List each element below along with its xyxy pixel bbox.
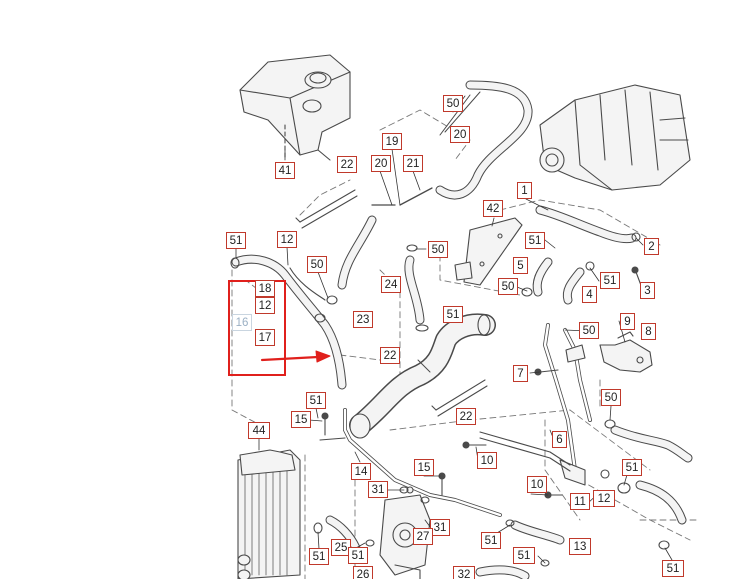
callout-51: 51 — [662, 560, 684, 577]
bracket — [599, 331, 653, 373]
callout-10: 10 — [477, 452, 497, 469]
callout-3: 3 — [640, 282, 655, 299]
callout-51: 51 — [348, 547, 368, 564]
supercharger — [539, 84, 691, 191]
callout-12: 12 — [255, 297, 275, 314]
callout-22: 22 — [380, 347, 400, 364]
callout-44: 44 — [248, 422, 270, 439]
callout-7: 7 — [513, 365, 528, 382]
assembly-guide-lines — [231, 109, 701, 579]
callout-4: 4 — [582, 286, 597, 303]
callout-22: 22 — [337, 156, 357, 173]
callout-5: 5 — [513, 257, 528, 274]
callout-50: 50 — [498, 278, 518, 295]
callout-2: 2 — [644, 238, 659, 255]
callout-51: 51 — [309, 548, 329, 565]
callout-26: 26 — [353, 566, 373, 579]
callout-31: 31 — [430, 519, 450, 536]
callout-50: 50 — [428, 241, 448, 258]
thin-pipe — [319, 408, 502, 517]
highlight-arrow — [260, 350, 331, 363]
callout-27: 27 — [413, 528, 433, 545]
callout-31: 31 — [368, 481, 388, 498]
expansion-tank — [239, 54, 351, 161]
callout-51: 51 — [622, 459, 642, 476]
callout-21: 21 — [403, 155, 423, 172]
callout-1: 1 — [517, 182, 532, 199]
callout-9: 9 — [620, 313, 635, 330]
callout-18: 18 — [255, 280, 275, 297]
water-pump — [379, 486, 431, 579]
callout-50: 50 — [579, 322, 599, 339]
vertical-pipes — [543, 323, 592, 486]
callout-50: 50 — [601, 389, 621, 406]
callout-25: 25 — [331, 539, 351, 556]
callout-23: 23 — [353, 311, 373, 328]
callout-10: 10 — [527, 476, 547, 493]
main-hose — [349, 313, 496, 439]
thermostat-housing — [454, 217, 523, 286]
callout-51: 51 — [306, 392, 326, 409]
callout-51: 51 — [443, 306, 463, 323]
callout-12: 12 — [593, 490, 615, 507]
callout-24: 24 — [381, 276, 401, 293]
callout-51: 51 — [226, 232, 246, 249]
callout-41: 41 — [275, 162, 295, 179]
callout-17: 17 — [255, 329, 275, 346]
callout-22: 22 — [456, 408, 476, 425]
callout-51: 51 — [513, 547, 535, 564]
callout-6: 6 — [552, 431, 567, 448]
strip-bracket — [479, 431, 571, 472]
coolant-pipe — [521, 205, 641, 305]
callout-15: 15 — [291, 411, 311, 428]
clip-strips — [295, 189, 488, 417]
left-hoses — [230, 254, 347, 390]
callout-51: 51 — [481, 532, 501, 549]
callout-11: 11 — [570, 493, 590, 510]
callout-32: 32 — [453, 566, 475, 579]
callout-14: 14 — [351, 463, 371, 480]
callout-8: 8 — [641, 323, 656, 340]
callout-50: 50 — [443, 95, 463, 112]
callout-20: 20 — [371, 155, 391, 172]
callout-12: 12 — [277, 231, 297, 248]
radiator — [237, 449, 301, 579]
callout-42: 42 — [483, 200, 503, 217]
callout-19: 19 — [382, 133, 402, 150]
callout-51: 51 — [525, 232, 545, 249]
callout-20: 20 — [450, 126, 470, 143]
upper-hoses — [337, 80, 533, 332]
right-hoses — [313, 419, 693, 579]
callout-16: 16 — [232, 314, 252, 331]
callout-15: 15 — [414, 459, 434, 476]
callout-51: 51 — [600, 272, 620, 289]
callout-50: 50 — [307, 256, 327, 273]
callout-13: 13 — [569, 538, 591, 555]
